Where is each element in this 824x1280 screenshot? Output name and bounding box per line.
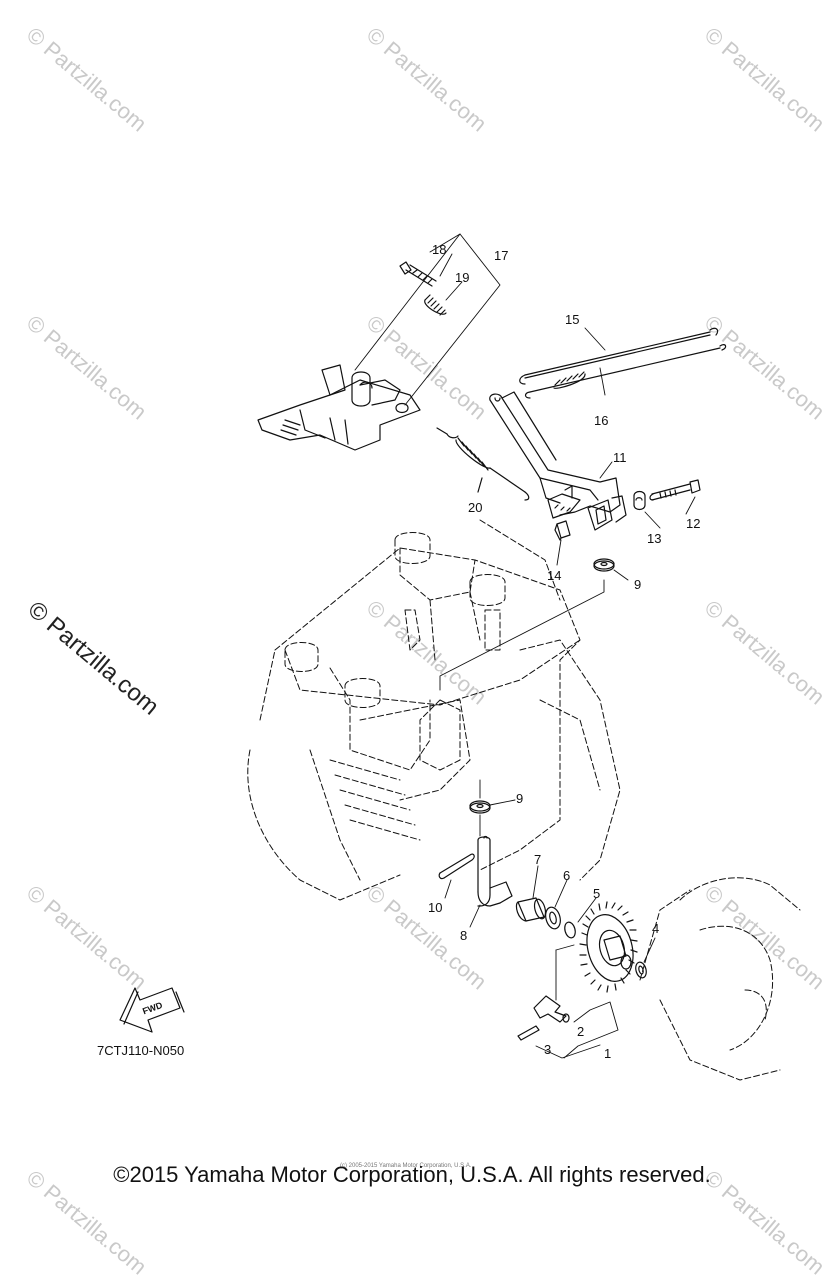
governor-shaft	[477, 835, 513, 907]
bolt	[649, 479, 701, 501]
collar	[515, 897, 547, 922]
callout-11: 11	[613, 450, 627, 465]
washer	[593, 558, 615, 572]
washer	[633, 490, 646, 511]
callout-19: 19	[455, 270, 469, 285]
parts-diagram: FWD 18 17 19 15 16 11 12 13 20 14 9 9 7 …	[97, 233, 801, 1081]
callout-15: 15	[565, 312, 579, 327]
callout-14: 14	[547, 568, 561, 583]
callout-13: 13	[647, 531, 661, 546]
callout-3: 3	[544, 1042, 551, 1057]
engine-block	[247, 519, 621, 901]
callout-9: 9	[634, 577, 641, 592]
callout-20: 20	[468, 500, 482, 515]
callout-8: 8	[460, 928, 467, 943]
callout-6: 6	[563, 868, 570, 883]
callout-10: 10	[428, 900, 442, 915]
pin	[517, 1025, 540, 1041]
fine-print: (c) 2005-2015 Yamaha Motor Corporation, …	[340, 1163, 472, 1169]
washer	[635, 497, 643, 501]
circlip	[564, 921, 576, 939]
fwd-arrow-icon	[119, 987, 185, 1033]
callout-7: 7	[534, 852, 541, 867]
washer	[545, 906, 561, 930]
callout-4: 4	[652, 921, 659, 936]
control-lever-assembly	[257, 261, 447, 451]
leader-lines	[439, 569, 629, 837]
callout-5: 5	[593, 886, 600, 901]
cotter-pin	[438, 853, 475, 880]
diagram-code: 7CTJ110-N050	[97, 1043, 184, 1058]
governor-gear	[579, 901, 638, 993]
callout-16: 16	[594, 413, 608, 428]
governor-spring	[436, 427, 530, 501]
fwd-label: FWD	[141, 1000, 164, 1017]
leader-lines	[354, 233, 501, 406]
clip	[554, 520, 571, 541]
leader-lines	[532, 865, 656, 1059]
governor-lever	[489, 391, 627, 531]
washer	[469, 800, 491, 814]
case-cover	[639, 877, 801, 1081]
washer	[635, 961, 647, 979]
governor-rods	[519, 327, 727, 399]
callout-2: 2	[577, 1024, 584, 1039]
governor-weight	[533, 995, 570, 1023]
leader-lines	[584, 327, 606, 396]
leader-lines	[556, 461, 696, 566]
callout-9: 9	[516, 791, 523, 806]
callout-12: 12	[686, 516, 700, 531]
callout-18: 18	[432, 242, 446, 257]
copyright-notice: ©2015 Yamaha Motor Corporation, U.S.A. A…	[113, 1162, 711, 1187]
leader-lines	[444, 879, 481, 928]
callout-17: 17	[494, 248, 508, 263]
callout-1: 1	[604, 1046, 611, 1061]
